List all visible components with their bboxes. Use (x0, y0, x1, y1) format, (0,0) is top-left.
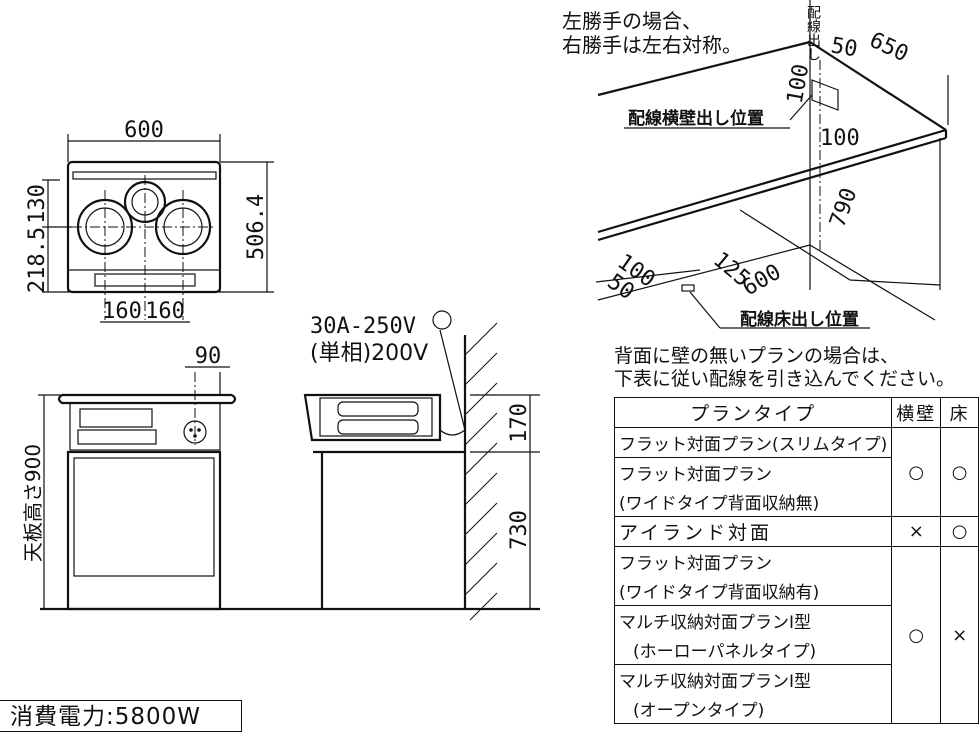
width-dim: 600 (124, 118, 164, 143)
table-row: アイランド対面 × ○ (613, 516, 979, 547)
plan-name: フラット対面プラン (613, 546, 893, 576)
plan-name: アイランド対面 (613, 516, 893, 547)
mark-cell: ○ (891, 546, 942, 724)
outlet-icon (432, 310, 452, 330)
table-row: フラット対面プラン ○ × (613, 546, 979, 724)
front-view: 90 天板高さ900 (21, 344, 540, 611)
plan-name: (ホーローパネルタイプ) (613, 635, 893, 665)
plan-table: プランタイプ 横壁 床 フラット対面プラン(スリムタイプ) ○ ○ フラット対面… (613, 397, 979, 724)
power-consumption: 消費電力:5800W (0, 700, 242, 732)
table-row: マルチ収納対面プランⅠ型 (613, 664, 979, 694)
plan-name: (ワイドタイプ背面収納無) (613, 487, 893, 517)
plan-name: (オープンタイプ) (613, 694, 893, 724)
outlet-offset-dim: 90 (195, 344, 222, 369)
table-row: マルチ収納対面プランⅠ型 (613, 605, 979, 635)
header-side-wall: 横壁 (891, 397, 942, 428)
outlet-spec-line2: (単相)200V (310, 341, 428, 366)
iso-note-line2: 右勝手は左右対称。 (562, 33, 742, 57)
plan-name: フラット対面プラン (613, 457, 893, 487)
iso-dim-50: 50 (829, 33, 859, 62)
section-view: 30A-250V (単相)200V 170 730 (303, 310, 540, 621)
left-dim-upper: 130 (25, 184, 50, 224)
lower-height-dim: 730 (507, 510, 532, 550)
plan-name: (ワイドタイプ背面収納有) (613, 576, 893, 606)
plan-name: マルチ収納対面プランⅠ型 (613, 605, 893, 635)
spacing-dim-right: 160 (145, 299, 185, 324)
table-note-line1: 背面に壁の無いプランの場合は、 (614, 345, 899, 367)
header-plan-type: プランタイプ (613, 397, 893, 428)
table-row: フラット対面プラン(スリムタイプ) ○ ○ (613, 427, 979, 517)
table-row: (ホーローパネルタイプ) (613, 635, 979, 665)
iso-vertical-label: 配線出し (805, 5, 821, 61)
iso-view: 左勝手の場合、 右勝手は左右対称。 配線出し 50 650 100 100 79… (562, 0, 949, 330)
mark-cell: ○ (940, 427, 979, 517)
iso-dim-790: 790 (825, 185, 862, 231)
floor-label: 配線床出し位置 (740, 309, 859, 330)
iso-dim-650: 650 (865, 28, 912, 67)
mark-cell: × (891, 516, 942, 547)
table-note-line2: 下表に従い配線を引き込んでください。 (614, 368, 955, 390)
table-row: フラット対面プラン (613, 457, 979, 487)
cooktop-top-view: 600 506.4 218.5 130 160 160 (25, 118, 274, 324)
mark-cell: × (940, 546, 979, 724)
mark-cell: ○ (891, 427, 942, 517)
table-header-row: プランタイプ 横壁 床 (613, 397, 979, 428)
plan-name: マルチ収納対面プランⅠ型 (613, 664, 893, 694)
plan-name: フラット対面プラン(スリムタイプ) (613, 427, 893, 458)
counter-height-label: 天板高さ900 (21, 444, 45, 562)
table-row: (ワイドタイプ背面収納有) (613, 576, 979, 606)
side-wall-label: 配線横壁出し位置 (628, 108, 764, 129)
iso-note-line1: 左勝手の場合、 (562, 9, 702, 33)
header-floor: 床 (940, 397, 979, 428)
upper-height-dim: 170 (507, 403, 532, 443)
table-row: (オープンタイプ) (613, 694, 979, 724)
mark-cell: ○ (940, 516, 979, 547)
outlet-spec-line1: 30A-250V (310, 314, 416, 339)
depth-dim: 506.4 (244, 194, 269, 260)
table-row: (ワイドタイプ背面収納無) (613, 487, 979, 517)
spacing-dim-left: 160 (102, 299, 142, 324)
iso-dim-100-b: 100 (820, 126, 860, 151)
left-dim-lower: 218.5 (25, 227, 50, 293)
